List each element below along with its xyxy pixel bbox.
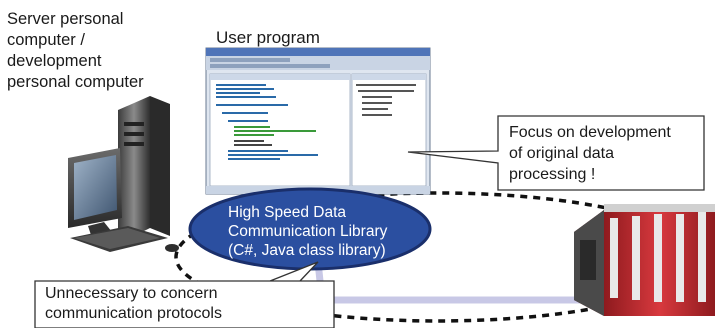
focus-label: Focus on development of original data pr… <box>509 122 671 185</box>
pc-monitor <box>68 148 122 238</box>
library-label-line: (C#, Java class library) <box>228 242 386 259</box>
unnecessary-label: Unnecessary to concern communication pro… <box>45 284 222 324</box>
pc-label-line: development <box>7 52 102 70</box>
unnecessary-label-line: communication protocols <box>45 305 222 322</box>
focus-callout <box>407 115 705 191</box>
pc-label-line: computer / <box>7 31 85 49</box>
user-program-label: User program <box>216 28 320 47</box>
focus-label-line: Focus on development <box>509 124 671 141</box>
pc-keyboard <box>70 226 179 252</box>
library-label-line: Communication Library <box>228 223 388 240</box>
pc-tower <box>118 96 170 244</box>
user-program-window <box>205 47 431 195</box>
pc-label-line: personal computer <box>7 73 144 91</box>
focus-label-line: of original data <box>509 145 614 162</box>
library-label-line: High Speed Data <box>228 204 347 221</box>
focus-label-line: processing ! <box>509 166 596 183</box>
plc-device <box>574 204 715 316</box>
unnecessary-label-line: Unnecessary to concern <box>45 285 218 302</box>
communication-cable <box>314 258 610 304</box>
unnecessary-callout <box>34 261 335 328</box>
pc-label: Server personal computer / development p… <box>7 9 144 93</box>
library-label: High Speed Data Communication Library (C… <box>228 203 387 260</box>
pc-label-line: Server personal <box>7 10 124 28</box>
